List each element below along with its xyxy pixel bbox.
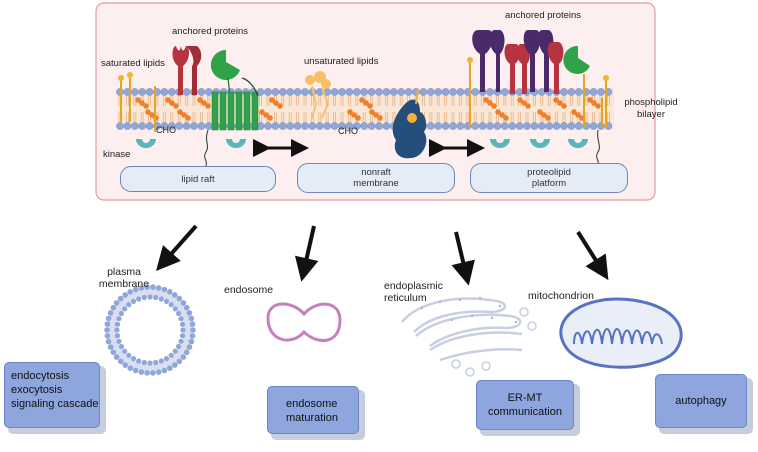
endoplasmic-reticulum <box>401 297 523 362</box>
arrow-to-endosome <box>294 225 319 282</box>
function-box-er-mt: ER-MT communication <box>476 380 574 430</box>
label-mitochondrion: mitochondrion <box>528 290 594 302</box>
anchored-protein-red-left <box>172 46 202 95</box>
label-phospholipid-bilayer: phospholipid bilayer <box>620 97 682 121</box>
kinase-left <box>136 139 246 148</box>
function-box-mitochondrion: autophagy <box>655 374 747 428</box>
saturated-lipid-anchors <box>120 78 156 132</box>
function-box-plasma-membrane: endocytosis exocytosis signaling cascade <box>4 362 100 428</box>
fn-communication: communication <box>488 406 562 418</box>
pill-proteolipid-platform: proteolipid platform <box>470 163 628 193</box>
kinase-right-group <box>490 139 588 148</box>
pill-nonraft-line2: membrane <box>353 178 399 189</box>
fn-autophagy: autophagy <box>675 395 727 407</box>
label-unsaturated-lipids: unsaturated lipids <box>304 56 379 67</box>
fn-endocytosis: endocytosis <box>11 370 70 382</box>
pill-platform-line2: platform <box>531 178 567 189</box>
label-endosome: endosome <box>224 284 274 296</box>
pill-nonraft-line1: nonraft <box>361 167 391 178</box>
pill-lipid-raft: lipid raft <box>120 166 276 192</box>
fn-maturation: maturation <box>286 412 338 424</box>
pill-lipid-raft-label: lipid raft <box>181 173 215 185</box>
arrow-to-plasma-membrane <box>156 224 198 271</box>
pill-platform-line1: proteolipid <box>527 167 571 178</box>
fn-exocytosis: exocytosis <box>11 384 63 396</box>
label-anchored-proteins-right: anchored proteins <box>505 10 582 21</box>
plasma-line1: plasma <box>107 266 141 278</box>
label-cho-left: CHO <box>156 125 176 135</box>
transmembrane-protein-green <box>211 91 259 131</box>
plasma-line2: membrane <box>98 278 150 290</box>
phospholipid-line1: phospholipid <box>624 97 678 108</box>
unsaturated-lipid-mid <box>305 71 331 119</box>
plasma-membrane-vesicle <box>104 284 196 376</box>
er-line2: reticulum <box>384 292 427 304</box>
label-plasma-membrane: plasma membrane <box>96 266 152 290</box>
label-saturated-lipids: saturated lipids <box>101 58 165 69</box>
phospholipid-bilayer <box>116 88 614 130</box>
label-anchored-proteins-left: anchored proteins <box>172 26 249 37</box>
nonraft-protein-dark <box>392 89 427 159</box>
pill-nonraft-membrane: nonraft membrane <box>297 163 455 193</box>
label-cho-mid: CHO <box>338 126 358 136</box>
arrow-to-mitochondrion <box>576 230 609 281</box>
label-endoplasmic-reticulum: endoplasmic reticulum <box>384 280 443 304</box>
label-kinase: kinase <box>103 149 131 160</box>
fn-endosome: endosome <box>286 398 338 410</box>
fn-signaling-cascade: signaling cascade <box>11 398 99 410</box>
arrow-to-er <box>451 231 475 286</box>
anchored-proteins-right <box>472 30 590 94</box>
endosome-shape <box>266 302 342 342</box>
platform-lipid-anchors <box>469 62 607 128</box>
er-line1: endoplasmic <box>384 280 443 292</box>
phospholipid-line2: bilayer <box>637 109 665 120</box>
fn-er-mt: ER-MT <box>507 392 543 404</box>
function-box-endosome: endosome maturation <box>267 386 359 434</box>
mitochondrion-shape <box>559 297 683 369</box>
